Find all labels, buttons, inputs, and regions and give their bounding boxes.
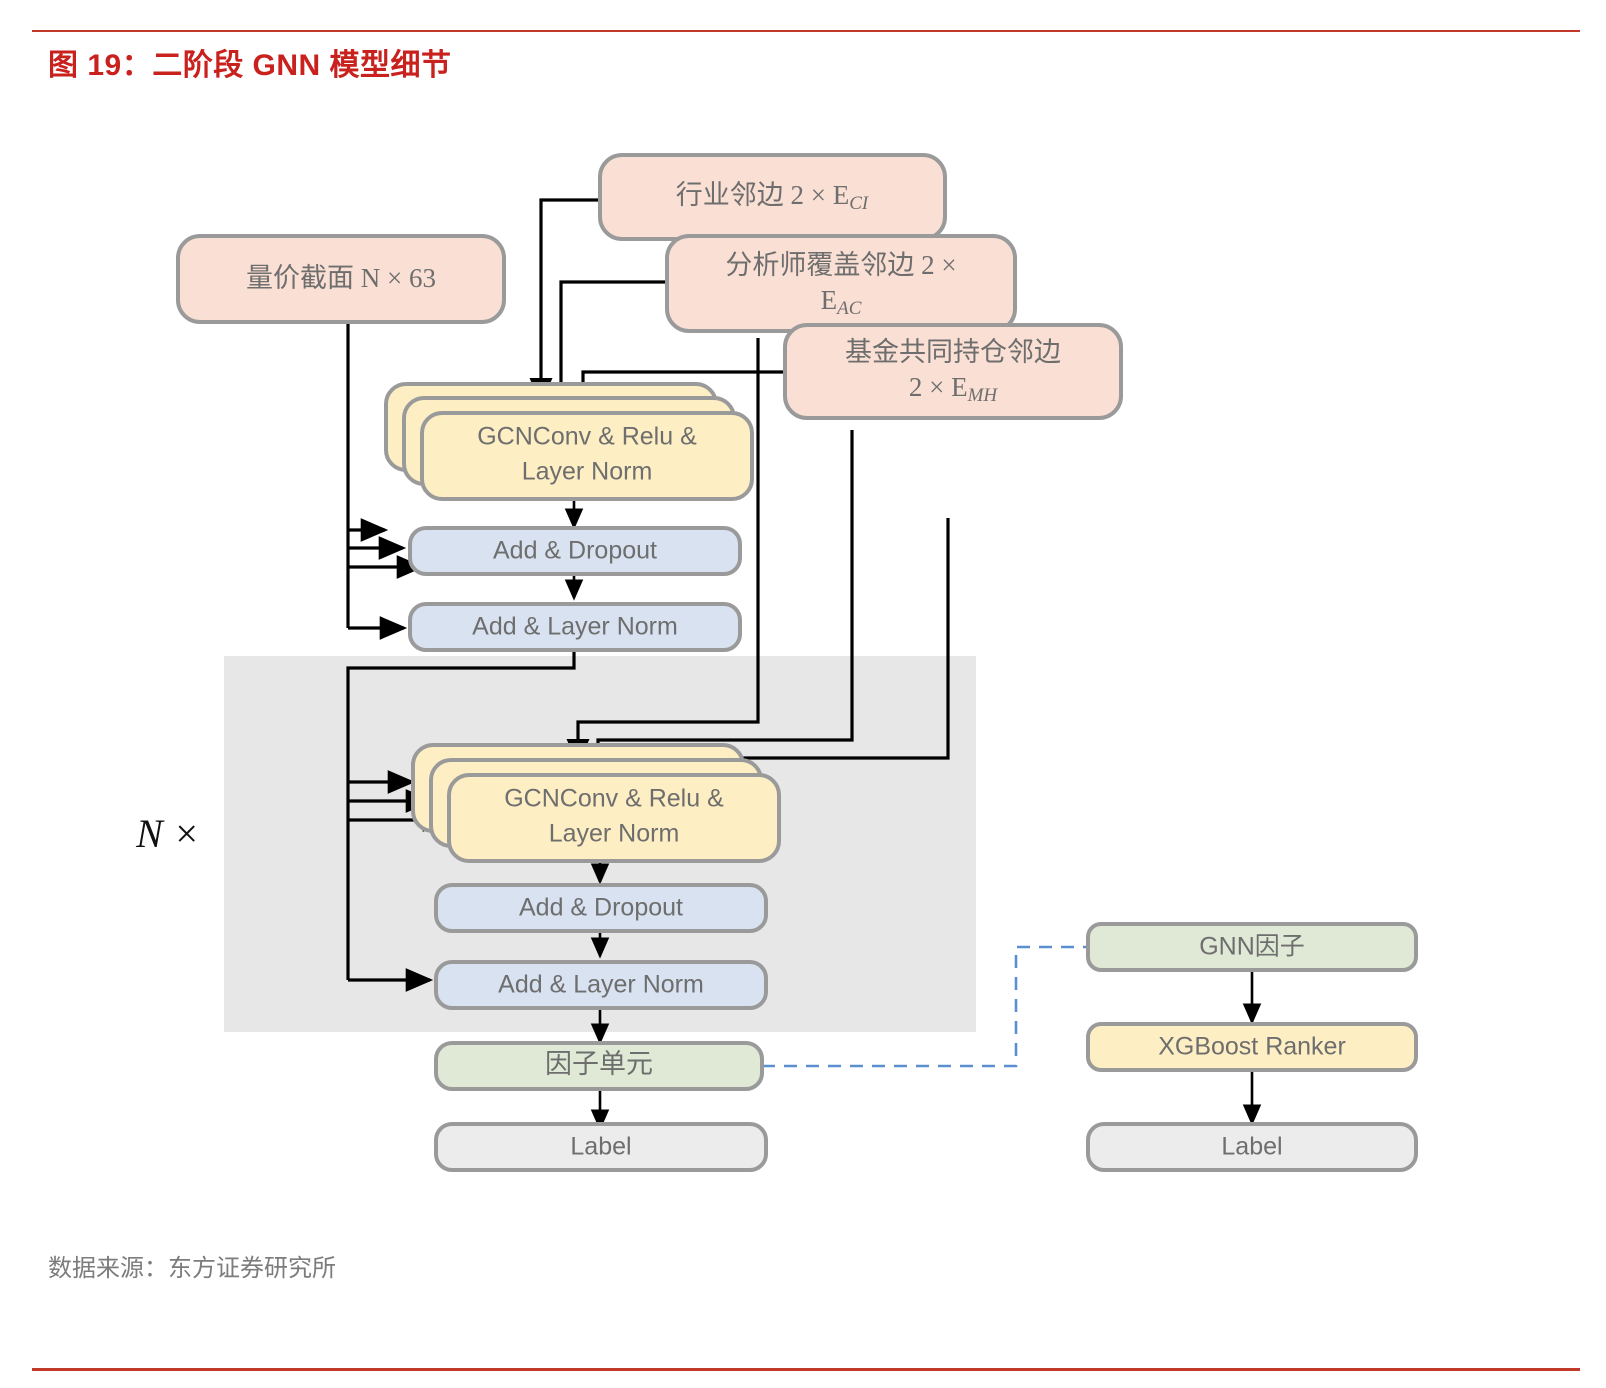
node-label-right[interactable]: Label — [1086, 1122, 1418, 1172]
node-factor-unit[interactable]: 因子单元 — [434, 1041, 764, 1091]
page-title: 图 19：二阶段 GNN 模型细节 — [48, 49, 452, 82]
add-dropout-1-label: Add & Dropout — [493, 537, 657, 565]
node-fund-holding-edge-label-line1: 基金共同持仓邻边 — [845, 337, 1061, 367]
bottom-divider — [32, 1368, 1580, 1371]
node-analyst-edge-label-line2: E — [821, 285, 838, 315]
edge-ci-to-gcn2 — [566, 338, 760, 766]
gcnconv-stack-1-label-line2: Layer Norm — [522, 458, 653, 486]
node-gcnconv-stack-2[interactable]: GCNConv & Relu & Layer Norm — [411, 743, 781, 863]
node-analyst-edge-label-line1: 分析师覆盖邻边 2 × — [725, 250, 956, 280]
add-layernorm-2-label: Add & Layer Norm — [498, 971, 704, 999]
node-industry-edge-label: 行业邻边 2 × E — [676, 180, 849, 210]
node-price-volume-label: 量价截面 N × 63 — [246, 263, 436, 293]
node-fund-holding-edge-input[interactable]: 基金共同持仓邻边 2 × EMH — [783, 323, 1123, 420]
label-right-text: Label — [1221, 1133, 1282, 1161]
edge-factorunit-to-gnnfactor-dashed — [762, 945, 1088, 1068]
svg-text:EAC: EAC — [821, 285, 862, 319]
node-price-volume-input[interactable]: 量价截面 N × 63 — [176, 234, 506, 324]
factor-unit-label: 因子单元 — [545, 1049, 653, 1079]
edge-ac-to-gcn1 — [549, 280, 667, 419]
gcnconv-stack-2-label-line2: Layer Norm — [549, 820, 680, 848]
gcnconv-stack-1-card-front — [420, 411, 754, 501]
node-add-dropout-1[interactable]: Add & Dropout — [408, 526, 742, 576]
node-label-left[interactable]: Label — [434, 1122, 768, 1172]
gnn-architecture-diagram: N × — [135, 153, 1418, 1172]
edge-addln1-trunk — [346, 645, 576, 980]
add-layernorm-1-label: Add & Layer Norm — [472, 613, 678, 641]
node-fund-holding-edge-subscript: MH — [967, 385, 999, 406]
gcnconv-stack-1-label-line1: GCNConv & Relu & — [477, 423, 697, 451]
node-analyst-edge-subscript: AC — [835, 298, 862, 319]
node-gnn-factor[interactable]: GNN因子 — [1086, 922, 1418, 972]
gnn-factor-label: GNN因子 — [1199, 933, 1305, 961]
source-note: 数据来源：东方证券研究所 — [48, 1255, 336, 1282]
xgboost-ranker-label: XGBoost Ranker — [1158, 1033, 1346, 1061]
svg-text:2 × EMH: 2 × EMH — [909, 372, 999, 406]
svg-text:行业邻边 2 × ECI: 行业邻边 2 × ECI — [676, 180, 870, 214]
gcnconv-stack-2-label-line1: GCNConv & Relu & — [504, 785, 724, 813]
node-industry-edge-subscript: CI — [849, 193, 870, 214]
top-divider — [32, 30, 1580, 32]
repeat-count-label: N × — [135, 811, 200, 856]
node-xgboost-ranker[interactable]: XGBoost Ranker — [1086, 1022, 1418, 1072]
node-gcnconv-stack-1[interactable]: GCNConv & Relu & Layer Norm — [384, 382, 754, 501]
gcnconv-stack-2-card-front — [447, 773, 781, 863]
node-add-layernorm-1[interactable]: Add & Layer Norm — [408, 602, 742, 652]
node-add-dropout-2[interactable]: Add & Dropout — [434, 883, 768, 933]
node-analyst-edge-input[interactable]: 分析师覆盖邻边 2 × EAC — [665, 234, 1017, 333]
edge-ci-to-gcn1 — [529, 198, 600, 405]
node-add-layernorm-2[interactable]: Add & Layer Norm — [434, 960, 768, 1010]
node-industry-edge-input[interactable]: 行业邻边 2 × ECI — [598, 153, 947, 241]
add-dropout-2-label: Add & Dropout — [519, 894, 683, 922]
label-left-text: Label — [570, 1133, 631, 1161]
node-fund-holding-edge-label-line2: 2 × E — [909, 372, 968, 402]
